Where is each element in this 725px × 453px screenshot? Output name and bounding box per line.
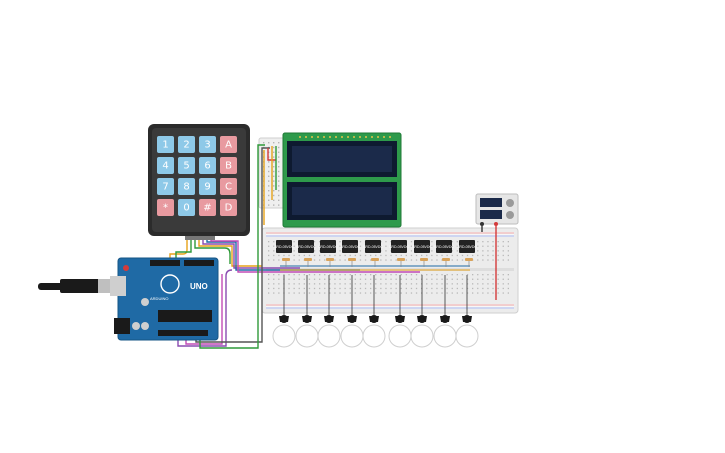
lcd-module — [282, 132, 402, 228]
keypad-key-1[interactable]: 1 — [157, 136, 174, 153]
bulb-row — [272, 275, 479, 348]
keypad-key-c[interactable]: C — [220, 178, 237, 195]
reset-button — [123, 265, 129, 271]
relay-2: SRD-05VDC — [296, 240, 316, 253]
keypad-key-label: 3 — [204, 140, 210, 151]
bulb-8 — [433, 275, 457, 348]
relay-6: SRD-05VDC — [389, 240, 409, 253]
resistor-5 — [371, 258, 379, 267]
keypad-4x4: 1 2 3 A 4 5 6 B 7 8 9 C * 0 # D — [148, 124, 250, 240]
bulb-5 — [362, 275, 386, 348]
arduino-uno: UNO ARDUINO — [38, 257, 219, 341]
relay-label: SRD-05VDC — [389, 245, 409, 249]
keypad-key-label: B — [225, 161, 232, 172]
relay-3: SRD-05VDC — [318, 240, 338, 253]
relay-8: SRD-05VDC — [434, 240, 454, 253]
relay-label: SRD-05VDC — [363, 245, 383, 249]
keypad-connector — [185, 236, 215, 240]
keypad-key-label: 4 — [162, 161, 168, 172]
arduino-brand-text: ARDUINO — [150, 296, 168, 301]
power-jack — [114, 318, 130, 334]
keypad-key-label: D — [225, 203, 233, 214]
arduino-logo-icon — [160, 274, 180, 294]
relay-label: SRD-05VDC — [434, 245, 454, 249]
relay-7: SRD-05VDC — [412, 240, 432, 253]
relay-label: SRD-05VDC — [318, 245, 338, 249]
keypad-key-star[interactable]: * — [157, 199, 174, 216]
keypad-key-label: A — [225, 140, 232, 151]
keypad-key-label: C — [225, 182, 232, 193]
atmega-chip — [158, 310, 212, 322]
resistor-8 — [442, 258, 450, 267]
bulb-6 — [388, 275, 412, 348]
relay-5: SRD-05VDC — [363, 240, 383, 253]
usb-connector — [98, 279, 110, 293]
relay-label: SRD-05VDC — [412, 245, 432, 249]
keypad-key-3[interactable]: 3 — [199, 136, 216, 153]
keypad-key-label: # — [203, 203, 211, 214]
keypad-key-label: * — [163, 203, 168, 214]
keypad-key-label: 5 — [183, 161, 189, 172]
keypad-key-6[interactable]: 6 — [199, 157, 216, 174]
power-supply — [475, 193, 519, 226]
resistor-row — [282, 258, 473, 267]
keypad-key-9[interactable]: 9 — [199, 178, 216, 195]
relay-1: SRD-05VDC — [274, 240, 294, 253]
arduino-logo-text: UNO — [190, 282, 208, 291]
keypad-key-label: 2 — [183, 140, 189, 151]
keypad-key-label: 0 — [183, 203, 189, 214]
keypad-key-label: 8 — [183, 182, 189, 193]
keypad-key-hash[interactable]: # — [199, 199, 216, 216]
lcd-screen-1 — [292, 146, 392, 172]
resistor-6 — [397, 258, 405, 267]
relay-label: SRD-05VDC — [274, 245, 294, 249]
keypad-key-a[interactable]: A — [220, 136, 237, 153]
bulb-3 — [317, 275, 341, 348]
resistor-4 — [348, 258, 356, 267]
keypad-key-2[interactable]: 2 — [178, 136, 195, 153]
keypad-key-label: 6 — [204, 161, 210, 172]
resistor-1 — [282, 258, 290, 267]
keypad-key-d[interactable]: D — [220, 199, 237, 216]
keypad-key-8[interactable]: 8 — [178, 178, 195, 195]
relay-label: SRD-05VDC — [340, 245, 360, 249]
relay-4: SRD-05VDC — [340, 240, 360, 253]
bulb-4 — [340, 275, 364, 348]
keypad-key-b[interactable]: B — [220, 157, 237, 174]
bulb-9 — [455, 275, 479, 348]
relay-label: SRD-05VDC — [296, 245, 316, 249]
wiring — [169, 144, 497, 349]
resistor-9 — [465, 258, 473, 267]
lcd-screen-2 — [292, 187, 392, 215]
keypad-key-label: 9 — [204, 182, 210, 193]
keypad-key-label: 7 — [162, 182, 168, 193]
keypad-key-4[interactable]: 4 — [157, 157, 174, 174]
keypad-key-label: 1 — [162, 140, 168, 151]
bulb-7 — [410, 275, 434, 348]
relay-9: SRD-05VDC — [457, 240, 477, 253]
bulb-2 — [295, 275, 319, 348]
keypad-key-0[interactable]: 0 — [178, 199, 195, 216]
keypad-key-5[interactable]: 5 — [178, 157, 195, 174]
relay-label: SRD-05VDC — [457, 245, 477, 249]
resistor-2 — [304, 258, 312, 267]
keypad-key-7[interactable]: 7 — [157, 178, 174, 195]
resistor-7 — [420, 258, 428, 267]
bulb-1 — [272, 275, 296, 348]
resistor-3 — [326, 258, 334, 267]
